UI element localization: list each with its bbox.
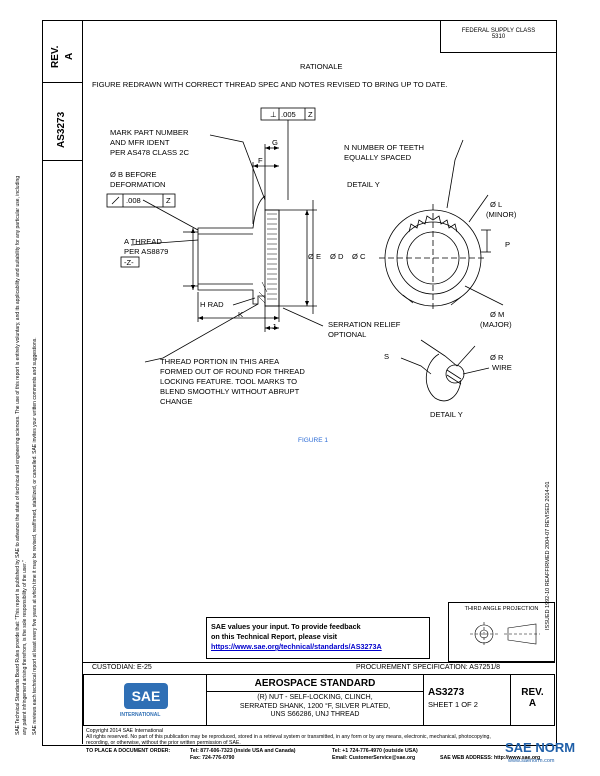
side-doc-number: AS3273	[56, 111, 67, 148]
dim-k: K	[238, 310, 244, 319]
footer-order-label: TO PLACE A DOCUMENT ORDER:	[86, 748, 171, 754]
serration-line2: OPTIONAL	[328, 330, 367, 339]
side-divider	[82, 160, 83, 744]
a-thread-line1: A THREAD	[124, 237, 162, 246]
sheet-info: SHEET 1 OF 2	[428, 700, 478, 709]
projection-label: THIRD ANGLE PROJECTION	[464, 606, 539, 612]
sae-logo-sub: INTERNATIONAL	[120, 712, 161, 718]
tol-flat-datum: Z	[166, 196, 171, 205]
sae-logo-cell: SAE INTERNATIONAL	[83, 674, 207, 726]
thread-portion-line4: BLEND SMOOTHLY WITHOUT ABRUPT	[160, 387, 300, 396]
projection-symbol	[469, 622, 540, 647]
teeth-line1: N NUMBER OF TEETH	[344, 143, 425, 152]
feedback-link[interactable]: https://www.sae.org/technical/standards/…	[211, 642, 382, 651]
figure-label: FIGURE 1	[298, 437, 328, 444]
custodian: CUSTODIAN: E-25	[92, 664, 152, 671]
detail-y-title: DETAIL Y	[430, 410, 463, 419]
mark-part-line2: AND MFR IDENT	[110, 138, 170, 147]
dim-p: P	[505, 240, 511, 249]
title-cell: AEROSPACE STANDARD (R) NUT - SELF-LOCKIN…	[206, 674, 424, 726]
dim-l-line2: (MINOR)	[486, 210, 517, 219]
standard-title: AEROSPACE STANDARD	[207, 678, 423, 692]
tol-perp-value: .005	[281, 110, 296, 119]
dim-s: S	[384, 352, 390, 361]
dim-m-line1: Ø M	[490, 310, 505, 319]
supply-class-label: FEDERAL SUPPLY CLASS	[461, 28, 536, 34]
thread-portion-line3: LOCKING FEATURE. TOOL MARKS TO	[160, 377, 297, 386]
footer-rights: All rights reserved. No part of this pub…	[86, 734, 491, 740]
b-before-line1: Ø B BEFORE	[110, 170, 157, 179]
docnum-cell: AS3273 SHEET 1 OF 2	[423, 674, 511, 726]
tol-flat-value: .008	[126, 196, 141, 205]
title-rev-label: REV.	[521, 687, 544, 698]
rev-cell: REV. A	[510, 674, 555, 726]
footer-copyright: Copyright 2014 SAE International	[86, 728, 163, 734]
sae-logo: SAE	[124, 683, 168, 709]
watermark-sub: www.saenorm.com	[508, 758, 555, 764]
row-divider-1	[83, 662, 555, 663]
supply-class-box: FEDERAL SUPPLY CLASS 5310	[440, 20, 556, 53]
dim-d: Ø D	[330, 252, 344, 261]
footer-tel1: Tel: 877-606-7323 (inside USA and Canada…	[190, 748, 296, 754]
dim-g: G	[272, 138, 278, 147]
datum-z: -Z-	[124, 258, 134, 267]
rationale-text: FIGURE REDRAWN WITH CORRECT THREAD SPEC …	[92, 80, 448, 89]
technical-drawing	[106, 107, 504, 402]
dim-j: J	[272, 322, 276, 331]
mark-part-line3: PER AS478 CLASS 2C	[110, 148, 189, 157]
dim-m-line2: (MAJOR)	[480, 320, 512, 329]
dim-h: H RAD	[200, 300, 224, 309]
title-doc-number: AS3273	[428, 687, 465, 698]
feedback-line2: on this Technical Report, please visit	[211, 632, 338, 641]
footer-rights-2: recording, or otherwise, without the pri…	[86, 740, 241, 746]
side-disclaimer-2: SAE reviews each technical report at lea…	[32, 337, 38, 735]
thread-portion-line2: FORMED OUT OF ROUND FOR THREAD	[160, 367, 305, 376]
dim-c: Ø C	[352, 252, 366, 261]
tol-perp-symbol: ⊥	[270, 110, 277, 119]
footer-fax1: Fax: 724-776-0790	[190, 755, 235, 761]
dim-r-line1: Ø R	[490, 353, 504, 362]
tol-perp-datum: Z	[308, 110, 313, 119]
projection-box: THIRD ANGLE PROJECTION	[448, 602, 555, 662]
teeth-line2: EQUALLY SPACED	[344, 153, 412, 162]
side-rev-label: REV.	[50, 45, 61, 68]
mark-part-line1: MARK PART NUMBER	[110, 128, 189, 137]
serration-line1: SERRATION RELIEF	[328, 320, 401, 329]
feedback-line1: SAE values your input. To provide feedba…	[211, 622, 361, 631]
dim-f: F	[258, 156, 263, 165]
side-disclaimer-1: SAE Technical Standards Board Rules prov…	[15, 175, 28, 735]
dim-l-line1: Ø L	[490, 200, 503, 209]
feedback-box: SAE values your input. To provide feedba…	[206, 617, 430, 659]
thread-portion-line1: THREAD PORTION IN THIS AREA	[160, 357, 280, 366]
thread-portion-line5: CHANGE	[160, 397, 193, 406]
footer-tel2: Tel: +1 724-776-4970 (outside USA)	[332, 748, 418, 754]
drawing-frame	[42, 20, 557, 746]
desc-line3: UNS S66286, UNJ THREAD	[270, 711, 360, 718]
procurement: PROCUREMENT SPECIFICATION: AS7251/8	[356, 664, 501, 671]
side-rev-value: A	[64, 52, 75, 60]
side-docnum-box: AS3273	[42, 82, 83, 161]
watermark: SAE NORM	[505, 740, 576, 755]
b-before-line2: DEFORMATION	[110, 180, 166, 189]
title-rev-value: A	[528, 698, 537, 709]
a-thread-line2: PER AS8879	[124, 247, 169, 256]
dim-e: Ø E	[308, 252, 322, 261]
rationale-heading: RATIONALE	[300, 62, 343, 71]
footer-email[interactable]: Email: CustomerService@sae.org	[332, 755, 416, 761]
dim-r-line2: WIRE	[492, 363, 512, 372]
desc-line1: (R) NUT - SELF-LOCKING, CLINCH,	[257, 694, 373, 701]
detail-y-ref: DETAIL Y	[347, 180, 380, 189]
side-rev-box: REV. A	[42, 20, 83, 83]
desc-line2: SERRATED SHANK, 1200 °F, SILVER PLATED,	[239, 702, 391, 710]
supply-class-value: 5310	[491, 34, 506, 40]
footer-web[interactable]: SAE WEB ADDRESS: http://www.sae.org	[440, 755, 541, 761]
